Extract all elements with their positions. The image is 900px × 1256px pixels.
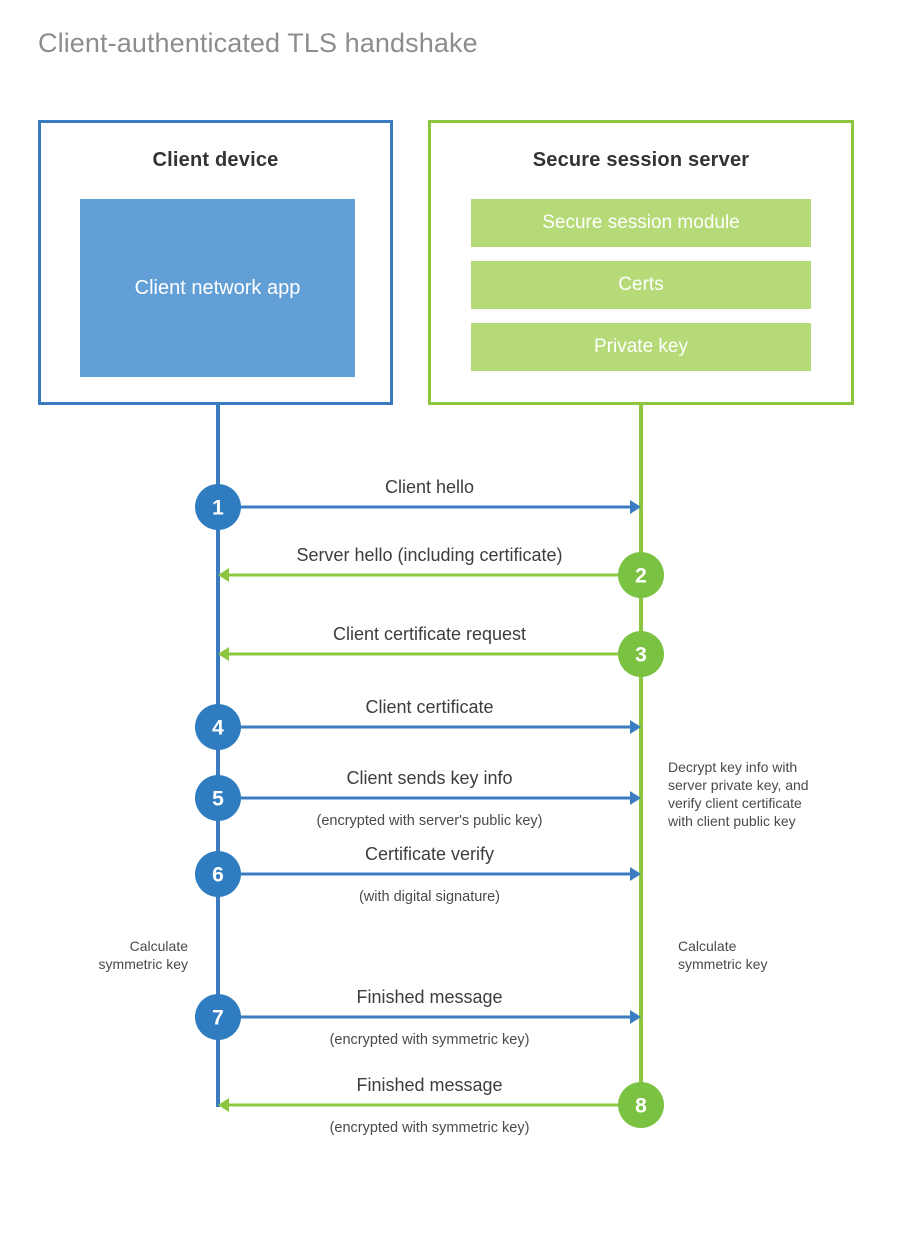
step-6-marker[interactable] — [195, 851, 241, 897]
step-1-marker[interactable] — [195, 484, 241, 530]
step-5-marker[interactable] — [195, 775, 241, 821]
step-7-number: 7 — [212, 1007, 224, 1030]
step-6-label: Certificate verify — [365, 844, 494, 864]
step-1-number: 1 — [212, 497, 224, 520]
step-8: 8 Finished message (encrypted with symmetr… — [218, 1075, 664, 1136]
step-4-marker[interactable] — [195, 704, 241, 750]
server-component-1: Secure session module — [471, 199, 811, 247]
step-4-arrowhead — [630, 720, 641, 734]
step-6: 6 Certificate verify (with digital signatu… — [195, 844, 641, 905]
step-8-number: 8 — [635, 1095, 647, 1118]
step-3-number: 3 — [635, 644, 647, 667]
step-6-sublabel: (with digital signature) — [359, 889, 500, 905]
step-3-arrowhead — [218, 647, 229, 661]
step-3: 3 Client certificate request — [218, 624, 664, 677]
step-8-sublabel: (encrypted with symmetric key) — [330, 1120, 530, 1136]
server-decrypt-note-line-3: verify client certificate — [668, 795, 802, 811]
step-7: 7 Finished message (encrypted with symmetr… — [195, 987, 641, 1048]
step-2: 2 Server hello (including certificate) — [218, 545, 664, 598]
server-decrypt-note-line-4: with client public key — [667, 813, 796, 829]
server-symmetric-key-note: Calculate symmetric key — [678, 938, 767, 972]
step-5-label: Client sends key info — [346, 768, 512, 788]
step-1-label: Client hello — [385, 477, 474, 497]
page-title: Client-authenticated TLS handshake — [38, 28, 478, 58]
step-7-arrowhead — [630, 1010, 641, 1024]
client-network-app-block: Client network app — [80, 199, 355, 377]
client-device-box: Client device Client network app — [38, 120, 393, 405]
server-symmetric-key-note-line-2: symmetric key — [678, 956, 767, 972]
step-6-number: 6 — [212, 864, 224, 887]
client-symmetric-key-note: Calculate symmetric key — [99, 938, 189, 972]
step-8-label: Finished message — [356, 1075, 502, 1095]
step-4: 4 Client certificate — [195, 697, 641, 750]
step-1: 1 Client hello — [195, 477, 641, 530]
step-2-label: Server hello (including certificate) — [296, 545, 562, 565]
step-7-label: Finished message — [356, 987, 502, 1007]
step-3-label: Client certificate request — [333, 624, 526, 644]
server-component-2: Certs — [471, 261, 811, 309]
client-symmetric-key-note-line-2: symmetric key — [99, 956, 188, 972]
server-decrypt-note: Decrypt key info with server private key,… — [667, 759, 809, 829]
step-2-arrowhead — [218, 568, 229, 582]
server-symmetric-key-note-line-1: Calculate — [678, 938, 737, 954]
step-7-marker[interactable] — [195, 994, 241, 1040]
step-6-arrowhead — [630, 867, 641, 881]
step-4-number: 4 — [212, 717, 224, 740]
step-7-sublabel: (encrypted with symmetric key) — [330, 1032, 530, 1048]
client-symmetric-key-note-line-1: Calculate — [130, 938, 189, 954]
server-decrypt-note-line-1: Decrypt key info with — [668, 759, 797, 775]
client-device-title: Client device — [152, 149, 279, 171]
step-5-arrowhead — [630, 791, 641, 805]
step-8-marker[interactable] — [618, 1082, 664, 1128]
step-3-marker[interactable] — [618, 631, 664, 677]
step-4-label: Client certificate — [365, 697, 493, 717]
secure-session-server-box: Secure session server Secure session mod… — [428, 120, 854, 405]
step-8-arrowhead — [218, 1098, 229, 1112]
step-5-sublabel: (encrypted with server's public key) — [317, 813, 543, 829]
step-5: 5 Client sends key info (encrypted with se… — [195, 768, 641, 829]
step-5-number: 5 — [212, 788, 224, 811]
server-decrypt-note-line-2: server private key, and — [668, 777, 809, 793]
server-component-3: Private key — [471, 323, 811, 371]
step-2-number: 2 — [635, 565, 647, 588]
secure-session-server-title: Secure session server — [532, 149, 750, 171]
step-2-marker[interactable] — [618, 552, 664, 598]
step-1-arrowhead — [630, 500, 641, 514]
